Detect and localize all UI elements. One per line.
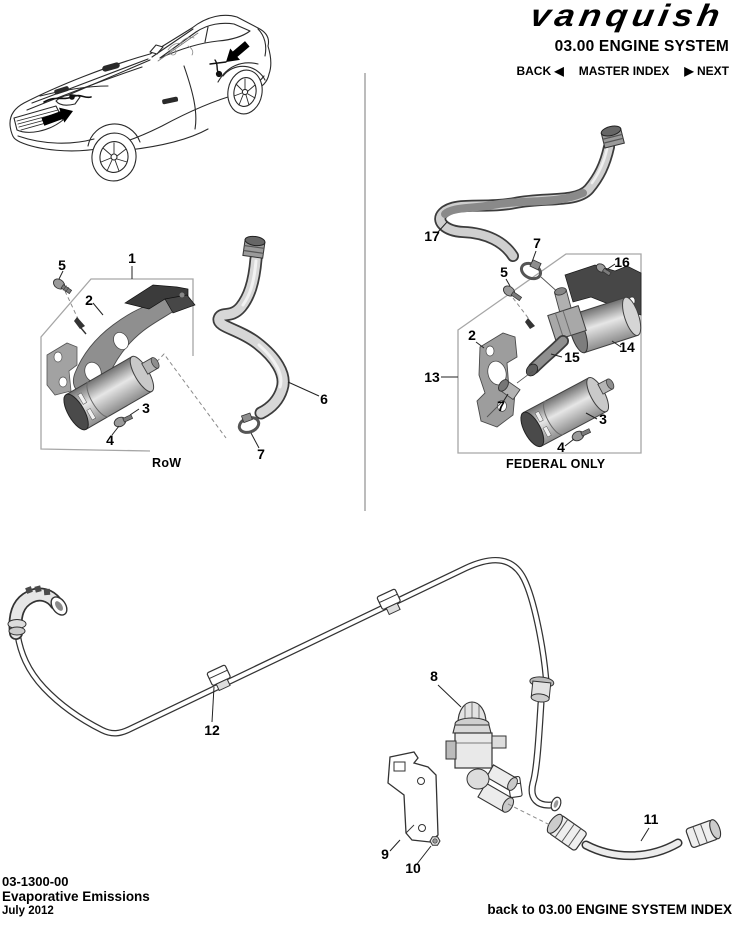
hose-part: [434, 141, 615, 262]
nav-next-link[interactable]: ▶ NEXT: [684, 64, 729, 78]
bolt-part: [113, 414, 134, 428]
screw-tip: [74, 317, 87, 335]
callout-13: 13: [424, 369, 440, 385]
purge-valve-part: [445, 701, 518, 813]
brand-logo: vanquish: [527, 0, 727, 33]
nut-part: [429, 836, 441, 846]
callout-4: 4: [106, 432, 114, 448]
car-hood-vents: [54, 62, 179, 105]
pipe-assembly-diagram: 8 9 10 11 12: [7, 556, 722, 876]
callout-7-upper: 7: [533, 235, 541, 251]
federal-boundary: [457, 253, 642, 454]
hose-part: [546, 813, 722, 861]
hose-part: [525, 335, 569, 377]
association-lines: [512, 297, 530, 320]
callout-4: 4: [557, 439, 565, 455]
dark-bracket-part: [124, 284, 189, 310]
car-front-wheel: [91, 132, 137, 182]
callout-7: 7: [257, 446, 265, 462]
mounting-bracket-part: [387, 751, 439, 843]
callout-16: 16: [614, 254, 630, 270]
leader-lines: [211, 684, 650, 865]
callout-15: 15: [564, 349, 580, 365]
valve-body-part: [547, 305, 587, 341]
callout-10: 10: [405, 860, 421, 876]
back-to-index-link[interactable]: back to 03.00 ENGINE SYSTEM INDEX: [487, 902, 732, 917]
callout-14: 14: [619, 339, 635, 355]
doc-title: Evaporative Emissions: [2, 889, 150, 904]
clamp-part: [498, 379, 521, 401]
doc-number: 03-1300-00: [2, 874, 69, 889]
callout-3: 3: [599, 411, 607, 427]
car-body-outline: [9, 14, 272, 152]
clamp-part: [237, 412, 261, 434]
leader-lines: [437, 221, 622, 447]
purge-valve-part: [568, 296, 642, 354]
bolt-part: [502, 285, 523, 302]
callout-1: 1: [128, 250, 136, 266]
callout-17: 17: [424, 228, 440, 244]
location-arrow-rear: [226, 41, 250, 62]
federal-assembly-diagram: 17 7 5 16 2 13 14 15 7 3 4: [424, 125, 642, 455]
row-boundary: [40, 278, 194, 452]
car-grille: [13, 105, 64, 133]
row-diagram-label: RoW: [152, 456, 182, 470]
callout-6: 6: [320, 391, 328, 407]
callout-5: 5: [500, 264, 508, 280]
association-line: [507, 803, 551, 826]
pipe-collar-part: [529, 676, 555, 703]
callout-9: 9: [381, 846, 389, 862]
row-assembly-diagram: 1 2 3 4 5 6 7: [40, 235, 328, 462]
elbow-connector-part: [7, 585, 68, 640]
pipe-clip-part: [206, 664, 231, 692]
callout-5: 5: [58, 257, 66, 273]
bolt-part: [595, 263, 612, 277]
doc-date: July 2012: [2, 905, 54, 917]
car-rear-wheel: [227, 69, 263, 115]
screw-tip: [525, 318, 535, 329]
section-divider: [364, 73, 366, 511]
component-location-sketch-rear: [209, 59, 227, 78]
next-arrow-icon: ▶: [684, 64, 694, 78]
callout-3: 3: [142, 400, 150, 416]
location-arrow-front: [41, 107, 73, 126]
page-title: 03.00 ENGINE SYSTEM: [554, 38, 729, 55]
bolt-part: [52, 278, 73, 295]
car-location-illustration: [9, 14, 272, 182]
nav-master-index-link[interactable]: MASTER INDEX: [578, 64, 670, 78]
hose-connector: [600, 125, 625, 149]
hose-part: [212, 252, 290, 420]
callout-8: 8: [430, 668, 438, 684]
hose-connector: [242, 235, 266, 259]
back-arrow-icon: ◀: [554, 64, 564, 78]
canister-part: [63, 355, 160, 431]
canister-part: [520, 377, 615, 448]
footer-left: 03-1300-00 Evaporative Emissions July 20…: [2, 874, 150, 919]
pipe-clip-part: [376, 588, 401, 616]
callout-7-lower: 7: [497, 398, 505, 414]
header-nav: BACK ◀ MASTER INDEX ▶ NEXT: [516, 64, 729, 78]
callout-11: 11: [644, 811, 659, 827]
bolt-part: [571, 428, 592, 442]
callout-2: 2: [468, 327, 476, 343]
vent-pipe-part: [13, 556, 562, 812]
callout-2: 2: [85, 292, 93, 308]
component-location-sketch-front: [43, 94, 92, 103]
leader-lines: [58, 266, 320, 449]
clamp-part: [519, 259, 543, 281]
valve-port: [554, 287, 572, 313]
car-mirror: [149, 44, 164, 55]
federal-diagram-label: FEDERAL ONLY: [506, 457, 606, 471]
nav-back-link[interactable]: BACK ◀: [516, 64, 564, 78]
callout-12: 12: [204, 722, 220, 738]
